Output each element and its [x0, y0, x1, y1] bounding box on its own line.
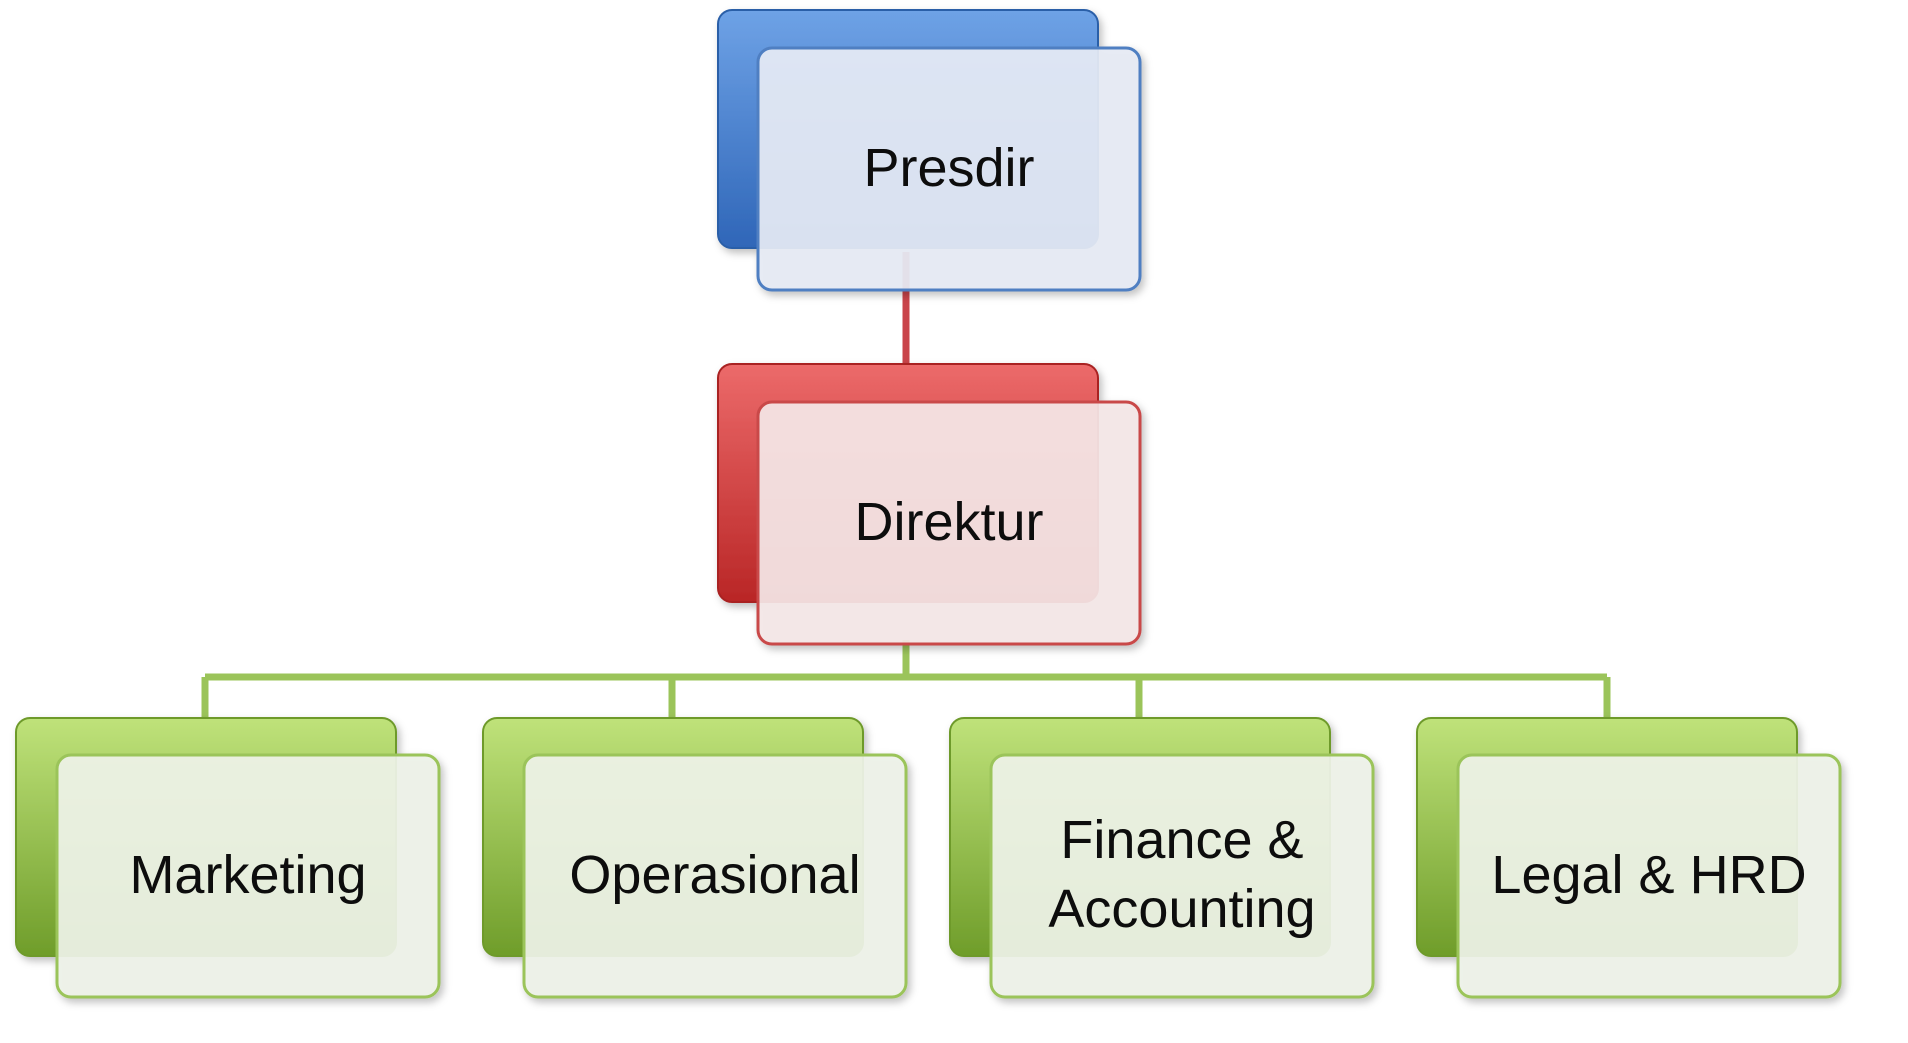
connectors	[201, 252, 1611, 718]
node-operasional-label: Operasional	[569, 845, 860, 905]
node-finance-accounting-card	[989, 753, 1375, 999]
node-direktur-label: Direktur	[854, 492, 1043, 552]
node-operasional-card	[522, 753, 908, 999]
node-marketing: Marketing	[15, 717, 441, 999]
node-marketing-label: Marketing	[129, 845, 366, 905]
node-legal-hrd: Legal & HRD	[1416, 717, 1842, 999]
node-operasional: Operasional	[482, 717, 908, 999]
node-direktur-card	[756, 400, 1142, 646]
node-finance-accounting: Finance & Accounting	[949, 717, 1375, 999]
node-presdir-label: Presdir	[863, 138, 1034, 198]
node-legal-hrd-label: Legal & HRD	[1491, 845, 1806, 905]
node-marketing-card	[55, 753, 441, 999]
node-presdir: Presdir	[717, 9, 1142, 292]
node-finance-accounting-label-line-2: Accounting	[1048, 879, 1315, 939]
node-legal-hrd-card	[1456, 753, 1842, 999]
node-direktur: Direktur	[717, 363, 1142, 646]
node-finance-accounting-label-line-1: Finance &	[1060, 810, 1303, 870]
node-presdir-card	[756, 46, 1142, 292]
